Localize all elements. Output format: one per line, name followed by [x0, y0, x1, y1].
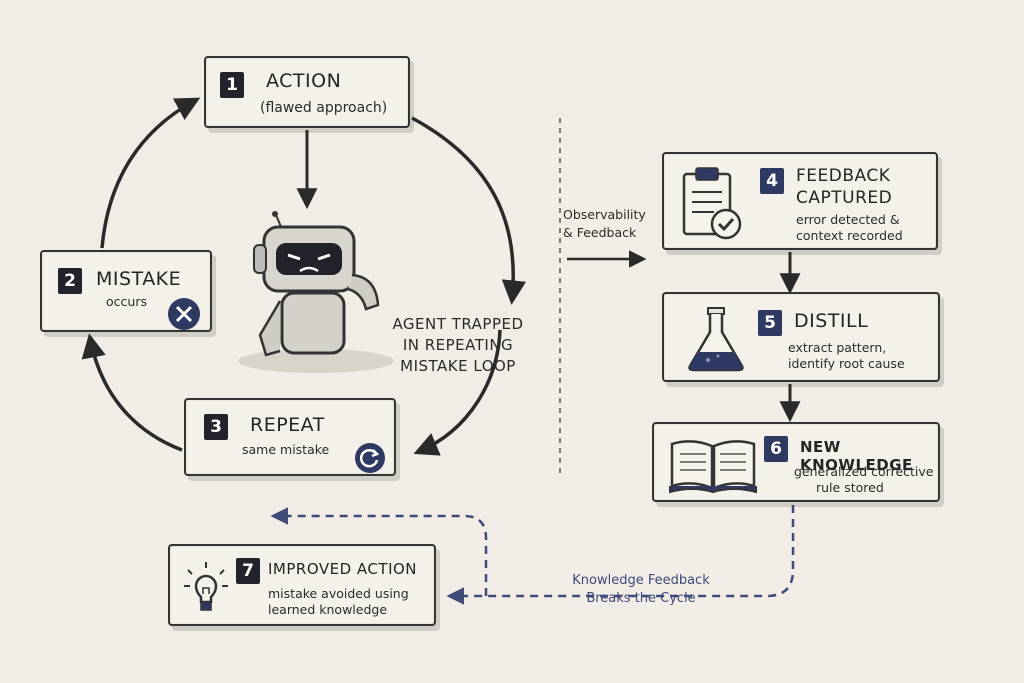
step-1-badge: 1 — [220, 72, 244, 98]
x-circle-icon — [168, 298, 200, 330]
step-5-title: DISTILL — [794, 310, 869, 332]
step-4-title-2: CAPTURED — [796, 188, 893, 208]
step-5-badge: 5 — [758, 310, 782, 336]
step-4-title-1: FEEDBACK — [796, 166, 891, 186]
step-7-title: IMPROVED ACTION — [268, 560, 418, 578]
arc-1-to-3 — [411, 116, 527, 305]
step-6-title: NEW KNOWLEDGE — [800, 438, 913, 474]
step-4-sub-2: context recorded — [796, 228, 903, 243]
knowledge-feedback-label: Knowledge Feedback Breaks the Cycle — [556, 572, 726, 608]
step-3-sub: same mistake — [242, 442, 330, 457]
step-5-sub-1: extract pattern, — [788, 340, 887, 355]
step-4-feedback: 4 FEEDBACK CAPTURED error detected & con… — [662, 152, 938, 250]
trapped-line-1: AGENT TRAPPED — [392, 315, 524, 333]
step-2-badge: 2 — [58, 268, 82, 294]
trapped-label: AGENT TRAPPED IN REPEATING MISTAKE LOOP — [383, 314, 533, 377]
kf-line-2: Breaks the Cycle — [586, 591, 696, 606]
step-7-sub-1: mistake avoided using — [268, 586, 409, 601]
obs-line-1: Observability — [563, 207, 646, 222]
step-5-distill: 5 DISTILL extract pattern, identify root… — [662, 292, 940, 382]
obs-line-2: & Feedback — [563, 225, 637, 240]
open-book-icon — [669, 440, 757, 494]
step-7-sub-2: learned knowledge — [268, 602, 388, 617]
kf-line-1: Knowledge Feedback — [572, 573, 710, 588]
step-2-mistake: 2 MISTAKE occurs — [40, 250, 212, 332]
dashed-kf — [446, 505, 795, 605]
arc-2-to-1 — [100, 97, 201, 249]
observability-label: Observability & Feedback — [563, 206, 657, 242]
step-7-badge: 7 — [236, 558, 260, 584]
step-4-badge: 4 — [760, 168, 784, 194]
step-6-new-knowledge: 6 NEW KNOWLEDGE generalized corrective r… — [652, 422, 940, 502]
dashed-up — [270, 507, 488, 596]
step-6-badge: 6 — [764, 436, 788, 462]
step-3-title: REPEAT — [250, 414, 325, 436]
step-3-badge: 3 — [204, 414, 228, 440]
arc-loop-right-down — [413, 329, 502, 456]
trapped-line-2: IN REPEATING — [402, 336, 514, 354]
arc-3-to-2 — [81, 333, 183, 452]
step-6-sub-1: generalized corrective — [794, 464, 934, 479]
trapped-line-3: MISTAKE LOOP — [400, 357, 516, 375]
step-5-sub-2: identify root cause — [788, 356, 905, 371]
step-2-sub: occurs — [106, 294, 147, 309]
step-4-sub-1: error detected & — [796, 212, 900, 227]
step-1-title: ACTION — [266, 70, 342, 92]
step-3-repeat: 3 REPEAT same mistake — [184, 398, 396, 476]
robot-icon — [238, 211, 394, 373]
step-7-improved-action: 7 IMPROVED ACTION mistake avoided using … — [168, 544, 436, 626]
step-2-title: MISTAKE — [96, 268, 182, 290]
refresh-icon — [355, 443, 385, 473]
step-1-action: 1 ACTION (flawed approach) — [204, 56, 410, 128]
step-6-sub-2: rule stored — [816, 480, 884, 495]
flask-icon — [688, 307, 744, 372]
lightbulb-icon — [184, 562, 228, 611]
step-1-sub: (flawed approach) — [260, 100, 388, 116]
clipboard-check-icon — [682, 167, 742, 240]
